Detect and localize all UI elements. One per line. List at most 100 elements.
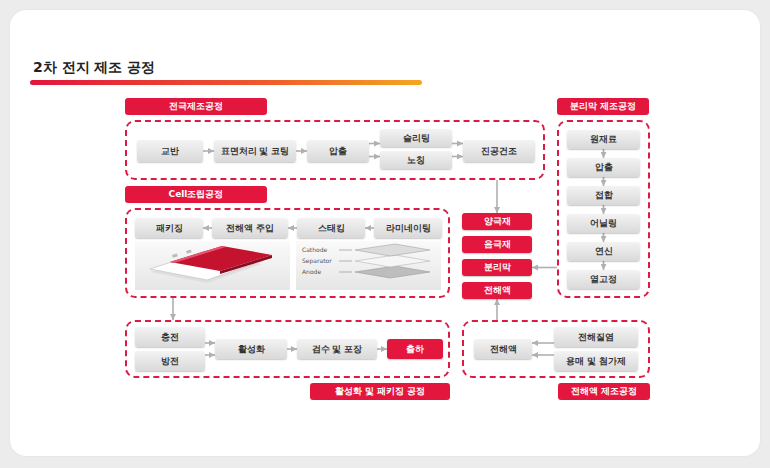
flow-arrow bbox=[452, 143, 463, 145]
material-box: 양극재 bbox=[462, 213, 532, 230]
process-group: Cell조립공정패키징전해액 주입스태킹라미네이팅 bbox=[125, 208, 450, 298]
process-box: 패키징 bbox=[135, 218, 203, 238]
section-heading: 활성화 및 패키징 공정 bbox=[310, 383, 450, 400]
process-box: 진공건조 bbox=[463, 140, 535, 162]
pouch-cell-picture bbox=[150, 246, 272, 283]
flow-arrow bbox=[532, 267, 557, 269]
box-text: 압출 bbox=[329, 147, 347, 156]
cathode-layer bbox=[355, 244, 430, 256]
process-box: 전해액 bbox=[474, 339, 532, 359]
section-heading: 분리막 제조공정 bbox=[557, 98, 649, 115]
process-box: 어닐링 bbox=[567, 214, 640, 233]
section-title: 활성화 및 패키징 공정 bbox=[335, 387, 425, 396]
box-text: 음극재 bbox=[484, 240, 511, 249]
flow-arrow bbox=[603, 261, 605, 270]
box-text: 열고정 bbox=[590, 275, 617, 284]
leader-line bbox=[339, 250, 352, 251]
process-group: 전극제조공정교반표면처리 및 코팅압출슬리팅노칭진공건조 bbox=[125, 120, 545, 180]
box-text: 출하 bbox=[406, 345, 424, 354]
box-text: 전해액 bbox=[484, 286, 511, 295]
process-box: 교반 bbox=[137, 140, 203, 162]
illustration-panel bbox=[135, 241, 290, 290]
section-title: Cell조립공정 bbox=[169, 190, 224, 199]
process-box: 압출 bbox=[567, 158, 640, 177]
section-title: 전극제조공정 bbox=[169, 102, 223, 111]
box-text: 연신 bbox=[595, 247, 613, 256]
process-group: 분리막 제조공정원재료압출접합어닐링연신열고정 bbox=[557, 120, 650, 298]
section-heading: 전해액 제조공정 bbox=[558, 383, 650, 400]
pouch-highlight bbox=[170, 246, 226, 263]
process-box: 라미네이팅 bbox=[374, 218, 442, 238]
flow-arrow bbox=[603, 205, 605, 214]
pouch-tab bbox=[186, 249, 192, 253]
process-box: 표면처리 및 코팅 bbox=[214, 140, 296, 162]
flow-arrow bbox=[603, 233, 605, 242]
box-text: 용매 및 첨가제 bbox=[566, 357, 626, 366]
material-box: 전해액 bbox=[462, 282, 532, 299]
pouch-cell bbox=[170, 246, 272, 271]
box-text: 노칭 bbox=[407, 156, 425, 165]
flow-arrow bbox=[369, 156, 380, 158]
flow-arrow bbox=[369, 143, 380, 145]
page-title: 2차 전지 제조 공정 bbox=[33, 59, 155, 77]
electrode-stack-picture bbox=[339, 244, 430, 278]
flow-arrow bbox=[203, 227, 212, 229]
process-group: 전해액 제조공정전해액전해질염용매 및 첨가제 bbox=[462, 320, 650, 378]
box-text: 양극재 bbox=[484, 217, 511, 226]
leader-line bbox=[339, 272, 352, 273]
box-text: 패키징 bbox=[156, 224, 183, 233]
section-heading: 전극제조공정 bbox=[125, 98, 267, 115]
flow-arrow bbox=[496, 299, 498, 320]
title-underline bbox=[30, 80, 422, 85]
separator-layer bbox=[355, 255, 430, 267]
process-box: 용매 및 첨가제 bbox=[554, 351, 638, 371]
leader-line bbox=[339, 261, 352, 262]
flow-arrow bbox=[172, 298, 174, 320]
flow-arrow bbox=[205, 354, 215, 356]
process-box: 충전 bbox=[135, 327, 205, 347]
process-box: 압출 bbox=[307, 140, 369, 162]
flow-arrow bbox=[532, 342, 554, 344]
material-box: 분리막 bbox=[462, 259, 532, 276]
illustration-panel bbox=[296, 241, 441, 290]
flow-arrow bbox=[452, 156, 463, 158]
section-heading: Cell조립공정 bbox=[125, 186, 267, 203]
box-text: 진공건조 bbox=[481, 147, 517, 156]
pouch-tab bbox=[172, 253, 178, 257]
flow-arrow bbox=[203, 150, 214, 152]
process-box: 전해질염 bbox=[554, 327, 638, 347]
process-box: 스태킹 bbox=[297, 218, 365, 238]
flow-arrow bbox=[377, 348, 387, 350]
box-text: 표면처리 및 코팅 bbox=[221, 147, 290, 156]
box-text: 교반 bbox=[161, 147, 179, 156]
section-title: 전해액 제조공정 bbox=[571, 387, 637, 396]
box-text: 접합 bbox=[595, 191, 613, 200]
flow-arrow bbox=[496, 180, 498, 213]
layer-label: Cathode bbox=[302, 247, 327, 253]
box-text: 슬리팅 bbox=[403, 134, 430, 143]
layer-label: Separator bbox=[302, 258, 332, 264]
box-text: 전해질염 bbox=[578, 333, 614, 342]
box-text: 압출 bbox=[595, 163, 613, 172]
process-box: 방전 bbox=[135, 351, 205, 371]
flow-arrow bbox=[603, 149, 605, 158]
process-box: 슬리팅 bbox=[380, 129, 452, 147]
process-box: 열고정 bbox=[567, 270, 640, 289]
process-box: 전해액 주입 bbox=[212, 218, 288, 238]
process-box: 노칭 bbox=[380, 151, 452, 169]
layer-label: Anode bbox=[302, 269, 321, 275]
pouch-edge bbox=[220, 255, 272, 274]
box-text: 충전 bbox=[161, 333, 179, 342]
box-text: 어닐링 bbox=[590, 219, 617, 228]
box-text: 방전 bbox=[161, 357, 179, 366]
material-box: 음극재 bbox=[462, 236, 532, 253]
process-box: 검수 및 포장 bbox=[297, 339, 377, 359]
box-text: 라미네이팅 bbox=[386, 224, 431, 233]
section-title: 분리막 제조공정 bbox=[570, 102, 636, 111]
box-text: 활성화 bbox=[238, 345, 265, 354]
material-box: 출하 bbox=[387, 339, 443, 359]
box-text: 검수 및 포장 bbox=[312, 345, 363, 354]
flow-arrow bbox=[296, 150, 307, 152]
anode-layer bbox=[355, 266, 430, 278]
process-box: 원재료 bbox=[567, 130, 640, 149]
